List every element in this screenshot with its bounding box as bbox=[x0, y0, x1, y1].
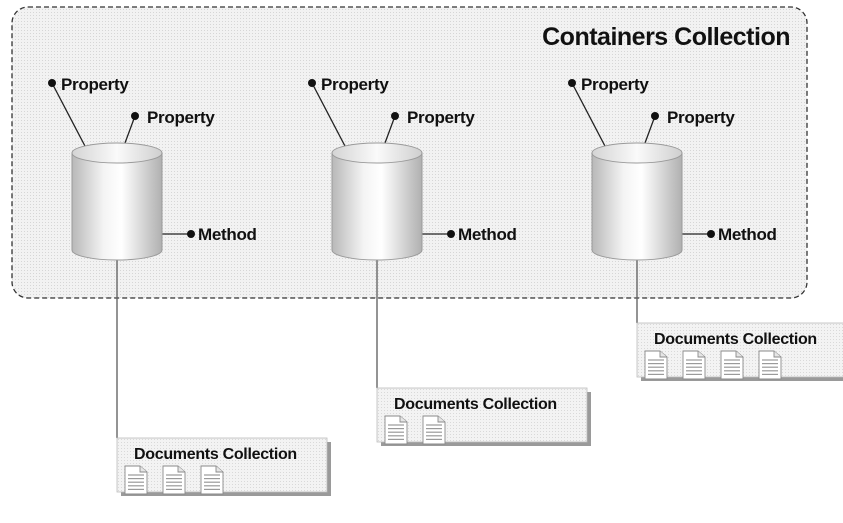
cylinder-top bbox=[71, 142, 163, 164]
documents-collection-box: Documents Collection bbox=[636, 322, 843, 381]
method-label: Method bbox=[458, 225, 517, 244]
property-label: Property bbox=[61, 75, 129, 94]
method-dot bbox=[187, 230, 195, 238]
method-dot bbox=[447, 230, 455, 238]
property-dot bbox=[651, 112, 659, 120]
document-icon bbox=[124, 465, 148, 495]
containers-collection-title: Containers Collection bbox=[542, 23, 790, 51]
method-label: Method bbox=[718, 225, 777, 244]
callout-line bbox=[51, 82, 87, 149]
documents-collection-title: Documents Collection bbox=[134, 446, 297, 463]
property-label: Property bbox=[407, 108, 475, 127]
method-label: Method bbox=[198, 225, 257, 244]
cylinder-top bbox=[331, 142, 423, 164]
property-dot bbox=[568, 79, 576, 87]
document-icon bbox=[162, 465, 186, 495]
cylinder-body bbox=[331, 152, 423, 261]
documents-collection-title: Documents Collection bbox=[654, 331, 817, 348]
property-dot bbox=[48, 79, 56, 87]
documents-collection-box: Documents Collection bbox=[116, 437, 331, 496]
callout-line bbox=[124, 115, 136, 144]
property-dot bbox=[131, 112, 139, 120]
property-label: Property bbox=[581, 75, 649, 94]
property-dot bbox=[308, 79, 316, 87]
documents-collection-box: Documents Collection bbox=[376, 387, 591, 446]
callout-line bbox=[384, 115, 396, 144]
property-label: Property bbox=[667, 108, 735, 127]
cylinder-body bbox=[71, 152, 163, 261]
document-icon bbox=[720, 350, 744, 380]
document-icon bbox=[682, 350, 706, 380]
documents-collection-panel bbox=[376, 387, 588, 443]
callout-line bbox=[571, 82, 607, 149]
document-icon bbox=[758, 350, 782, 380]
property-label: Property bbox=[147, 108, 215, 127]
property-label: Property bbox=[321, 75, 389, 94]
cylinder-body bbox=[591, 152, 683, 261]
callout-line bbox=[644, 115, 656, 144]
cylinder-top bbox=[591, 142, 683, 164]
document-icon bbox=[200, 465, 224, 495]
method-dot bbox=[707, 230, 715, 238]
callout-line bbox=[311, 82, 347, 149]
property-dot bbox=[391, 112, 399, 120]
document-icon bbox=[422, 415, 446, 445]
document-icon bbox=[644, 350, 668, 380]
documents-collection-title: Documents Collection bbox=[394, 396, 557, 413]
document-icon bbox=[384, 415, 408, 445]
